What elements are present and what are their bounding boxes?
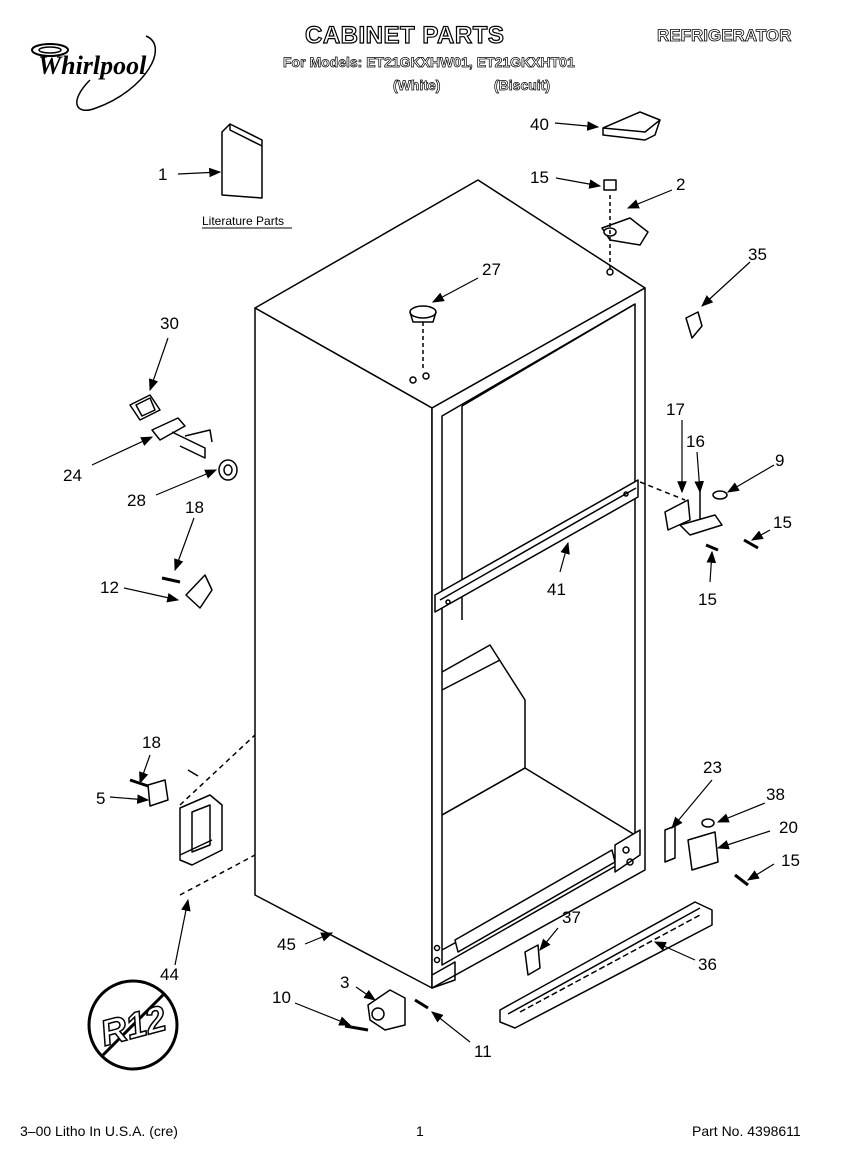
brand-wordmark: Whirlpool [38, 51, 147, 80]
callout-35: 35 [748, 245, 767, 264]
divider-rail [434, 479, 639, 613]
top-hinge-cap [602, 111, 661, 141]
callout-12: 12 [100, 578, 119, 597]
callout-30: 30 [160, 314, 179, 333]
callout-2: 2 [676, 175, 685, 194]
footer-litho: 3–00 Litho In U.S.A. (cre) [20, 1123, 178, 1139]
hinge-bracket-30 [129, 394, 161, 421]
center-hinge [639, 481, 759, 552]
top-hinge [601, 179, 649, 276]
footer-page-number: 1 [416, 1123, 424, 1139]
models-line: For Models: ET21GKXHW01, ET21GKXHT01 [283, 54, 575, 71]
callout-36: 36 [698, 955, 717, 974]
washer-28 [218, 459, 238, 481]
clip-37 [524, 944, 541, 976]
toe-grille-36 [499, 901, 713, 1029]
bottom-hinge-left [129, 769, 223, 866]
callout-38: 38 [766, 785, 785, 804]
callout-numbers: 1 40 15 2 35 27 30 24 28 18 12 17 16 9 1… [63, 115, 800, 1061]
callout-16: 16 [686, 432, 705, 451]
callout-9: 9 [775, 451, 784, 470]
whirlpool-logo: Whirlpool [28, 30, 178, 120]
callout-20: 20 [779, 818, 798, 837]
callout-44: 44 [160, 965, 179, 984]
callout-40: 40 [530, 115, 549, 134]
bottom-hinge-right [664, 818, 749, 887]
callout-10: 10 [272, 988, 291, 1007]
literature-pack [221, 123, 263, 199]
color-white-label: (White) [393, 77, 441, 94]
leveler-3 [344, 989, 429, 1032]
part-35 [685, 311, 703, 339]
callout-15: 15 [530, 168, 549, 187]
callout-27: 27 [482, 260, 501, 279]
callout-11: 11 [474, 1042, 492, 1061]
cabinet-shell [179, 179, 646, 989]
callout-17: 17 [666, 400, 685, 419]
category-label: REFRIGERATOR [657, 26, 792, 46]
callout-24: 24 [63, 466, 82, 485]
door-stop-12 [161, 574, 213, 609]
callout-18: 18 [185, 498, 204, 517]
callout-23: 23 [703, 758, 722, 777]
hinge-pin-24 [151, 417, 213, 459]
plug-27 [409, 305, 437, 384]
r12-badge-text: R12 [96, 997, 170, 1054]
callout-41: 41 [547, 580, 566, 599]
r12-badge [87, 979, 179, 1071]
callout-28: 28 [127, 491, 146, 510]
callout-15: 15 [773, 513, 792, 532]
callout-1: 1 [158, 165, 167, 184]
callout-15: 15 [781, 851, 800, 870]
literature-parts-label: Literature Parts [202, 214, 284, 228]
page-title: CABINET PARTS [304, 21, 505, 49]
callout-37: 37 [562, 908, 581, 927]
bottom-rail [454, 829, 641, 953]
callout-5: 5 [96, 789, 105, 808]
callout-15: 15 [698, 590, 717, 609]
color-biscuit-label: (Biscuit) [494, 77, 551, 94]
callout-45: 45 [277, 935, 296, 954]
callout-3: 3 [340, 973, 349, 992]
callout-18: 18 [142, 733, 161, 752]
footer-part-number: Part No. 4398611 [692, 1123, 801, 1139]
